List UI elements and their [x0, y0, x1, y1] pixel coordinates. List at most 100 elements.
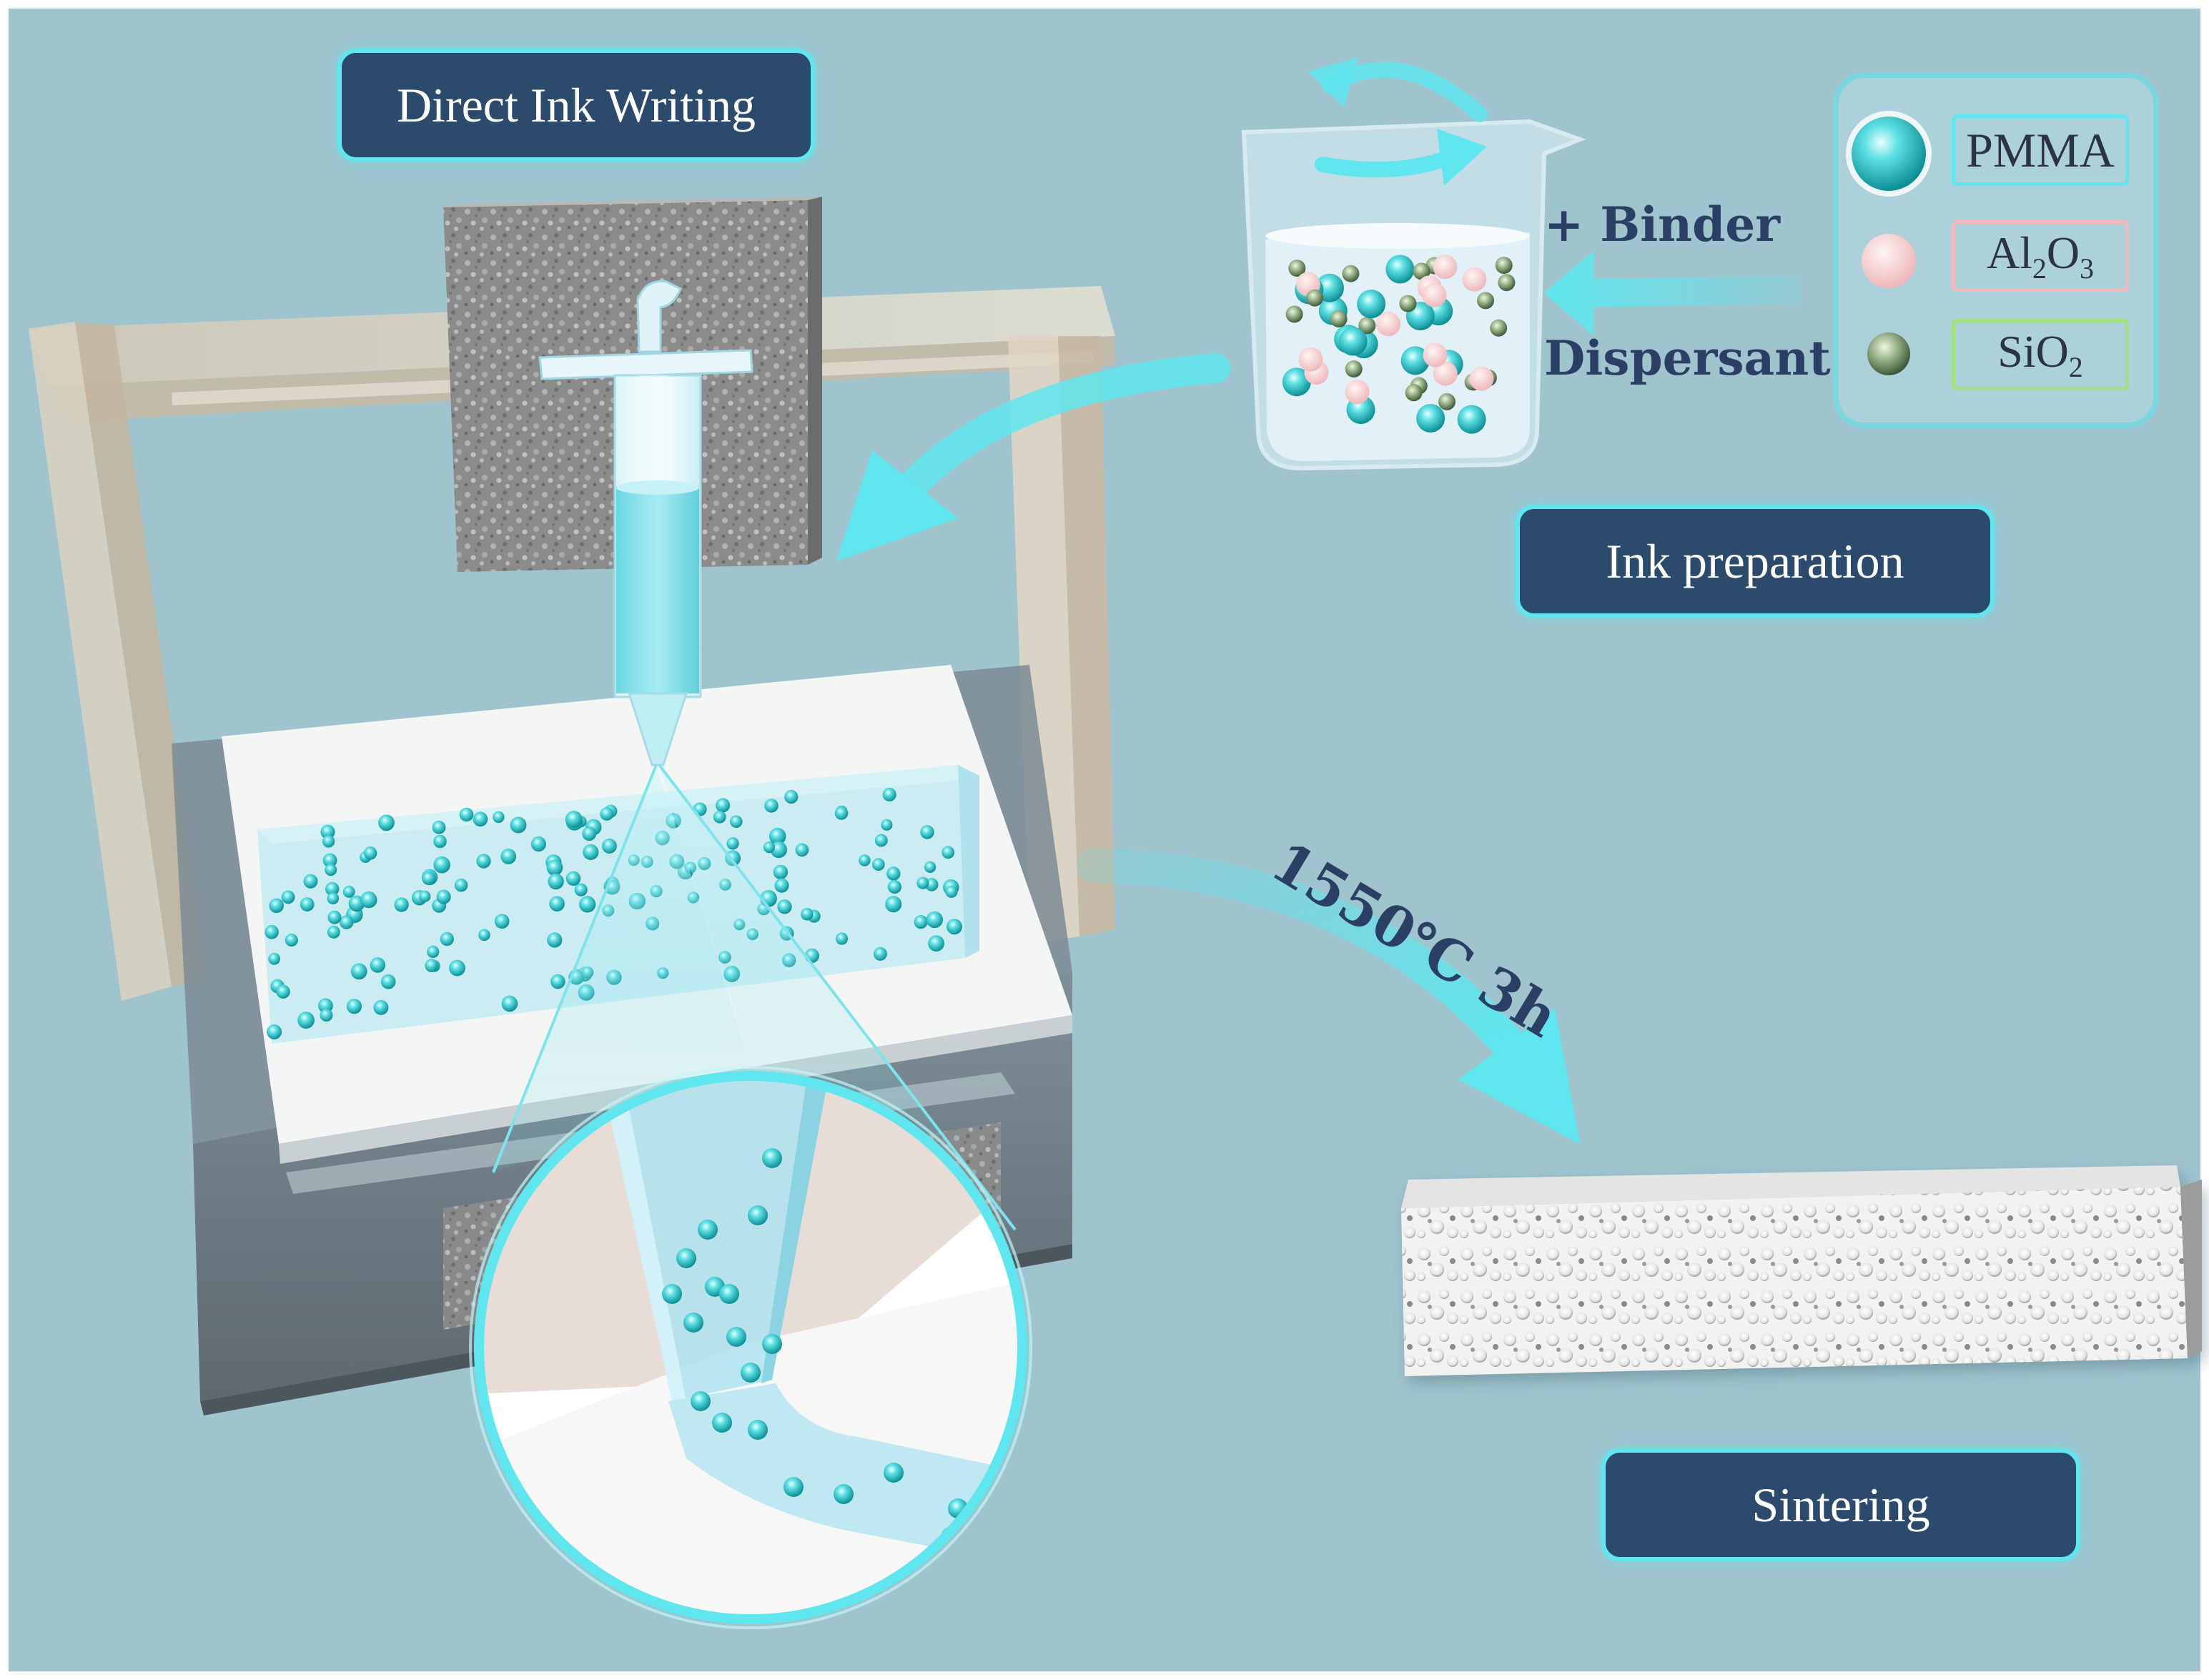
beaker-sio2-particle — [1285, 305, 1303, 323]
filament-particle — [494, 914, 510, 929]
filament-particle — [777, 899, 792, 914]
filament-particle — [871, 858, 885, 871]
filament-particle — [346, 999, 362, 1014]
filament-particle — [582, 826, 597, 841]
filament-particle — [478, 929, 490, 942]
filament-particle — [432, 820, 446, 834]
beaker-al2o3-particle — [1433, 255, 1458, 280]
filament-particle — [436, 889, 451, 904]
filament-particle — [394, 897, 409, 912]
dispersant-text: Dispersant — [1544, 330, 1831, 386]
filament-particle — [834, 806, 849, 820]
beaker-al2o3-particle — [1469, 366, 1494, 391]
filament-particle — [510, 816, 527, 834]
beaker-pmma-particle — [1357, 290, 1386, 319]
legend-marker-pmma — [1852, 117, 1926, 191]
filament-particle — [550, 974, 565, 989]
filament-particle — [583, 844, 599, 860]
zoom-particle — [726, 1327, 746, 1347]
filament-particle — [422, 871, 436, 886]
filament-particle — [350, 963, 367, 980]
filament-particle — [887, 879, 901, 894]
zoom-inset — [469, 1066, 1032, 1629]
zoom-particle — [884, 1463, 904, 1483]
zoom-particle — [748, 1205, 768, 1225]
legend-label-pmma: PMMA — [1952, 114, 2129, 186]
filament-particle — [859, 854, 871, 866]
zoom-particle — [834, 1484, 854, 1504]
legend-marker-al2o3 — [1862, 234, 1916, 288]
filament-particle — [764, 799, 779, 813]
filament-particle — [425, 959, 438, 972]
filament-particle — [501, 995, 518, 1012]
beaker-sio2-particle — [1498, 274, 1516, 292]
filament-particle — [285, 933, 298, 947]
filament-particle — [454, 878, 468, 892]
filament-particle — [325, 864, 337, 876]
stir-arrows-icon — [1308, 57, 1488, 186]
filament-particle — [433, 856, 450, 874]
beaker-sio2-particle — [1288, 260, 1306, 277]
zoom-particle — [712, 1413, 732, 1433]
filament-particle — [380, 974, 396, 989]
filament-particle — [885, 896, 902, 913]
beaker-al2o3-particle — [1423, 342, 1448, 367]
filament-particle — [874, 834, 888, 847]
filament-particle — [886, 866, 901, 881]
legend-label-al2o3: Al2O3 — [1952, 220, 2129, 292]
filament-particle — [318, 998, 333, 1014]
filament-particle — [363, 846, 377, 860]
beaker-al2o3-particle — [1433, 361, 1458, 386]
filament-particle — [325, 881, 340, 896]
beaker-al2o3-particle — [1422, 282, 1447, 307]
filament-particle — [433, 834, 447, 849]
zoom-particle — [748, 1420, 768, 1440]
filament-particle — [773, 864, 789, 880]
filament-particle — [926, 911, 944, 929]
filament-particle — [730, 815, 743, 829]
beaker-pmma-particle — [1416, 404, 1446, 433]
legend-pmma-formula: PMMA — [1966, 122, 2115, 177]
filament-particle — [574, 883, 588, 896]
filament-particle — [340, 915, 354, 929]
filament-particle — [763, 841, 775, 854]
beaker-pmma-particle — [1385, 255, 1415, 284]
filament-particle — [914, 915, 928, 929]
sintering-label: Sintering — [1601, 1448, 2080, 1561]
beaker-sio2-particle — [1330, 310, 1348, 327]
direct-ink-writing-label: Direct Ink Writing — [337, 49, 815, 162]
filament-particle — [565, 871, 581, 886]
filament-particle — [916, 876, 929, 889]
filament-particle — [924, 861, 937, 873]
filament-particle — [547, 932, 563, 948]
beaker-sio2-particle — [1477, 292, 1494, 310]
filament-particle — [276, 984, 290, 999]
beaker-sio2-particle — [1306, 289, 1323, 307]
filament-particle — [881, 819, 893, 831]
filament-particle — [801, 908, 814, 921]
beaker-sio2-particle — [1399, 295, 1417, 312]
filament-particle — [297, 1012, 315, 1029]
sintering-text: Sintering — [1751, 1477, 1930, 1532]
sintered-part — [1401, 1165, 2202, 1376]
filament-particle — [269, 898, 285, 914]
syringe — [538, 280, 753, 766]
binder-text: + Binder — [1544, 197, 1781, 252]
filament-particle — [303, 874, 318, 889]
legend-sio2-formula: SiO2 — [1997, 326, 2083, 383]
filament-particle — [716, 798, 731, 813]
zoom-particle — [698, 1220, 718, 1240]
filament-particle — [281, 890, 295, 904]
beaker-pmma-particle — [1457, 405, 1486, 434]
filament-particle — [300, 897, 315, 911]
filament-particle — [267, 1024, 282, 1039]
filament-particle — [601, 838, 617, 854]
filament-particle — [449, 959, 465, 977]
filament-particle — [549, 896, 565, 911]
zoom-particle — [741, 1363, 761, 1383]
zoom-beam — [492, 764, 1017, 1231]
filament-particle — [500, 849, 517, 864]
beaker-al2o3-particle — [1345, 380, 1370, 405]
beaker-al2o3-particle — [1298, 347, 1323, 372]
filament-particle — [322, 835, 335, 848]
